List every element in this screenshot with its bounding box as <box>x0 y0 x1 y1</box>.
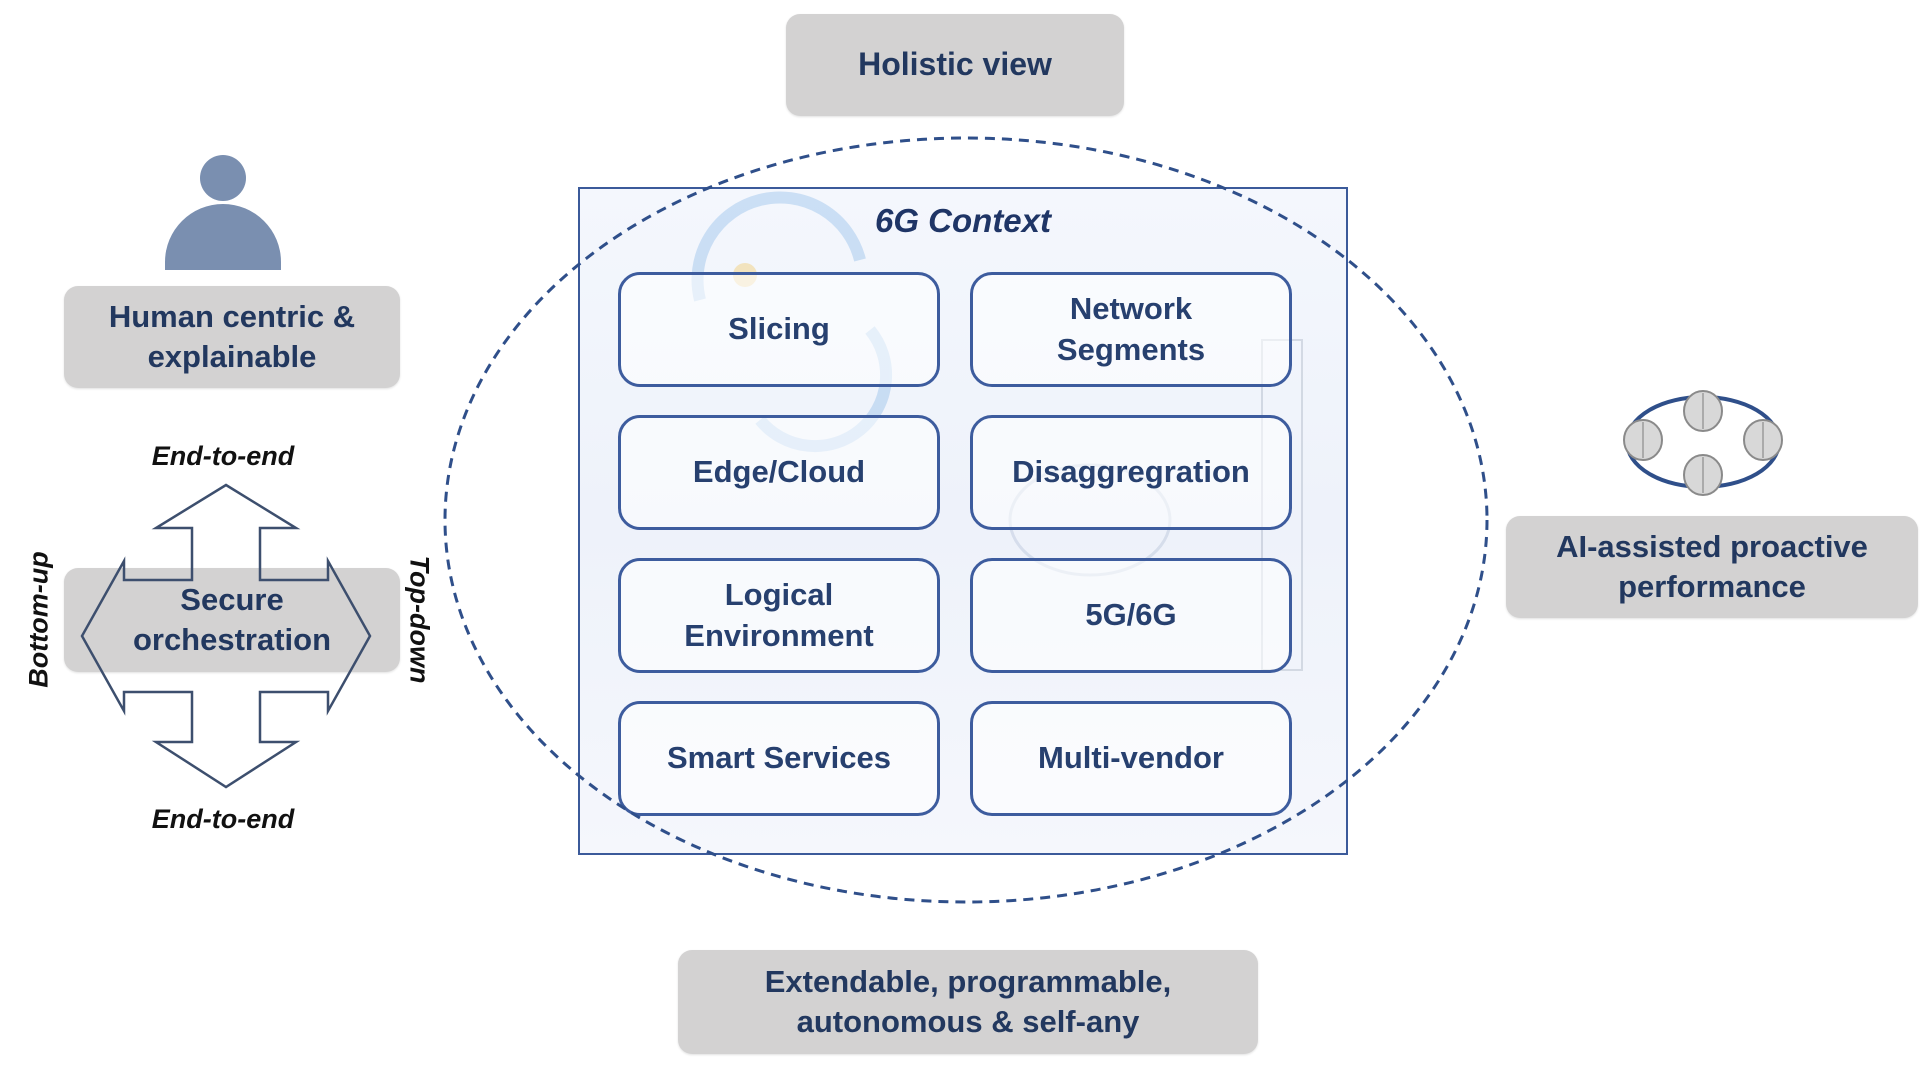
extendable-box: Extendable, programmable, autonomous & s… <box>678 950 1258 1054</box>
cell-smart-services-label: Smart Services <box>666 740 892 776</box>
cell-network-segments: Network Segments <box>970 272 1292 387</box>
extendable-label: Extendable, programmable, autonomous & s… <box>764 963 1172 1039</box>
end-to-end-bottom-label: End-to-end <box>151 804 295 834</box>
cell-network-segments-label: Network Segments <box>1056 291 1206 367</box>
cell-edge-cloud: Edge/Cloud <box>618 415 940 530</box>
cell-multi-vendor: Multi-vendor <box>970 701 1292 816</box>
cell-smart-services: Smart Services <box>618 701 940 816</box>
cell-multi-vendor-label: Multi-vendor <box>1038 740 1224 776</box>
ai-assisted-label: AI-assisted proactive performance <box>1556 528 1868 604</box>
cell-disaggregation-label: Disaggregration <box>1012 454 1250 490</box>
end-to-end-top-label: End-to-end <box>151 441 295 471</box>
secure-orchestration-box: Secure orchestration <box>64 568 400 672</box>
cell-logical-environment: Logical Environment <box>618 558 940 673</box>
cell-slicing: Slicing <box>618 272 940 387</box>
holistic-view-label: Holistic view <box>858 46 1052 83</box>
context-title: 6G Context <box>874 202 1052 239</box>
cell-slicing-label: Slicing <box>728 311 830 347</box>
secure-orchestration-label: Secure orchestration <box>132 581 332 657</box>
ai-assisted-box: AI-assisted proactive performance <box>1506 516 1918 618</box>
cell-logical-environment-label: Logical Environment <box>684 577 874 653</box>
cell-edge-cloud-label: Edge/Cloud <box>692 454 866 490</box>
cell-5g-6g: 5G/6G <box>970 558 1292 673</box>
human-centric-box: Human centric & explainable <box>64 286 400 388</box>
cell-5g-6g-label: 5G/6G <box>1085 597 1177 633</box>
holistic-view-box: Holistic view <box>786 14 1124 116</box>
cell-disaggregation: Disaggregration <box>970 415 1292 530</box>
cycle-arrow-1 <box>691 191 866 302</box>
human-centric-label: Human centric & explainable <box>108 298 356 374</box>
